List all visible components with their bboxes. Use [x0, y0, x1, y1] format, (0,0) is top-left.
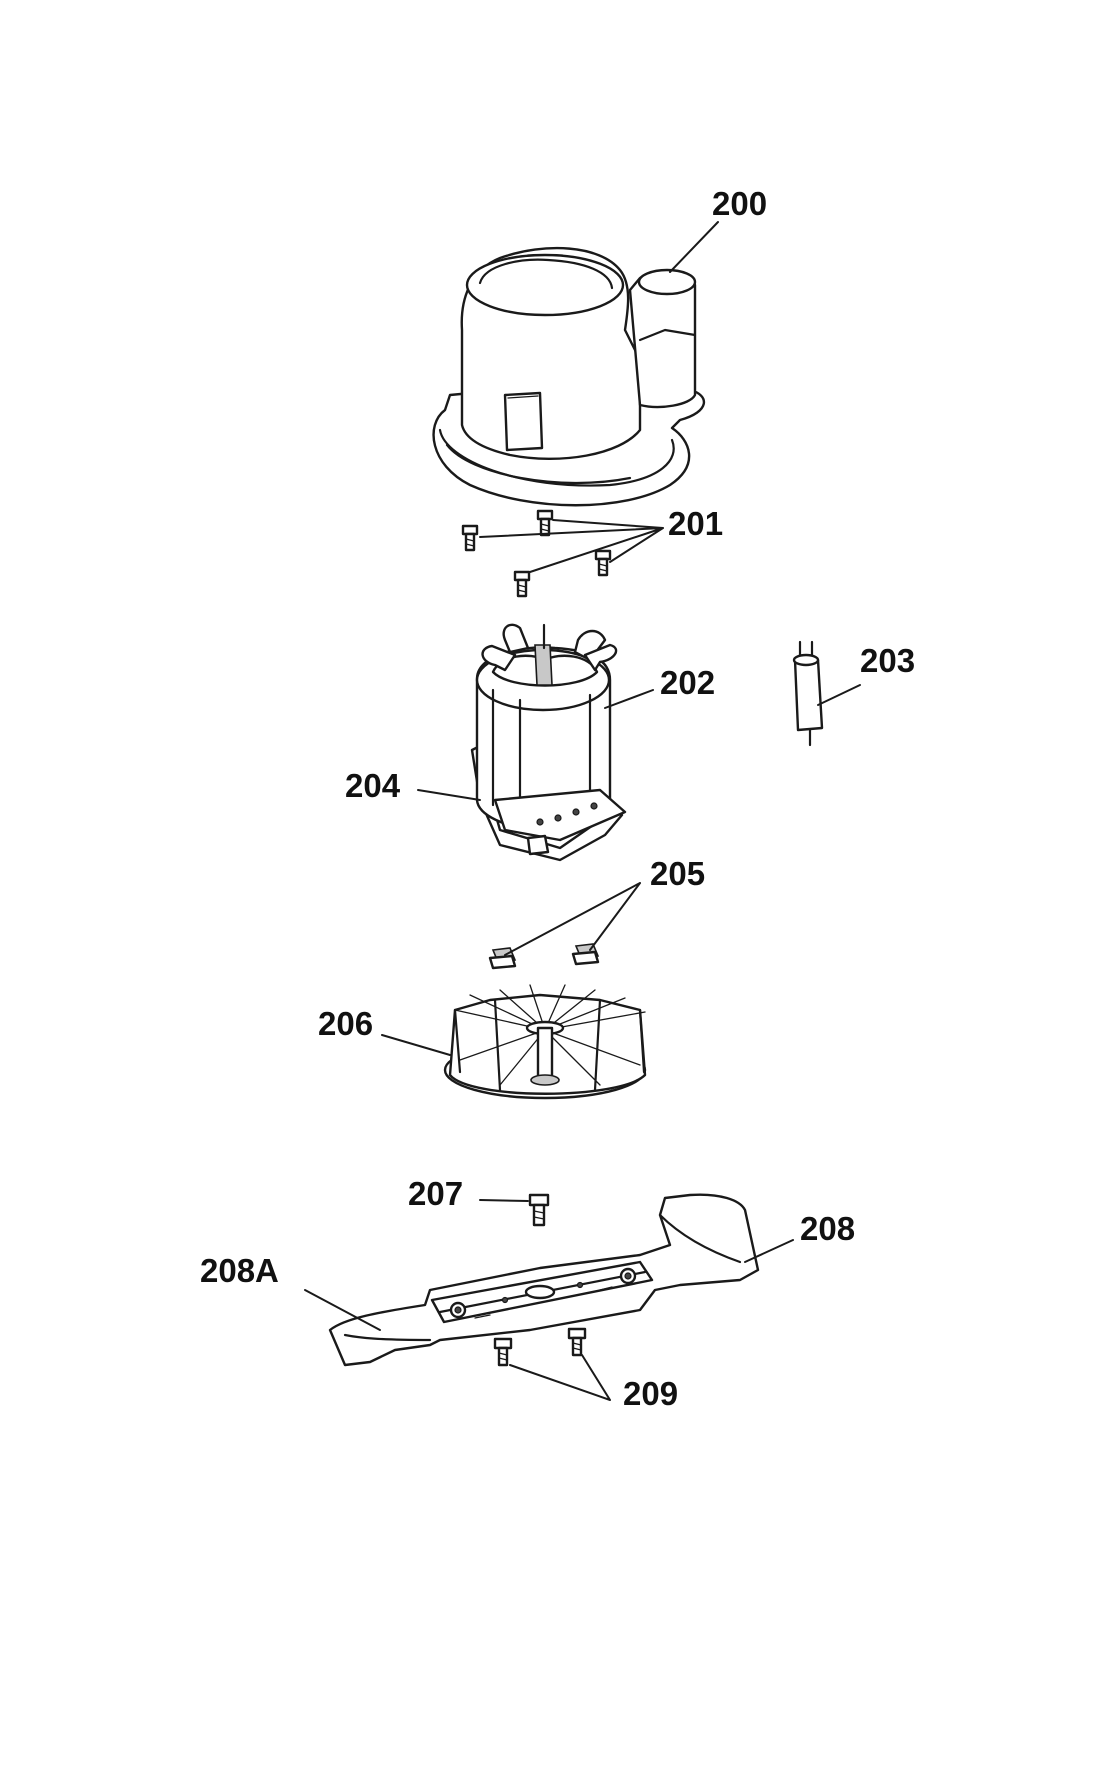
leader-204	[417, 789, 481, 801]
capacitor-part-203	[792, 640, 824, 747]
motor-part-202	[470, 623, 627, 862]
leader-208A	[304, 1289, 381, 1331]
leader-203	[817, 684, 861, 706]
motor-cover-part-200	[432, 246, 706, 507]
screws-part-209	[493, 1327, 587, 1367]
leader-208	[744, 1239, 794, 1263]
screw	[594, 549, 612, 577]
screws-part-201	[461, 509, 612, 598]
part-label-207: 207	[408, 1175, 463, 1212]
leader-206	[381, 1034, 451, 1056]
part-label-201: 201	[668, 505, 723, 542]
part-label-202: 202	[660, 664, 715, 701]
fan-part-206	[443, 984, 647, 1100]
part-label-204: 204	[345, 767, 401, 804]
leader-200	[669, 221, 719, 273]
leader-205	[504, 882, 641, 956]
part-label-206: 206	[318, 1005, 373, 1042]
part-label-205: 205	[650, 855, 705, 892]
part-label-208A: 208A	[200, 1252, 279, 1289]
part-label-200: 200	[712, 185, 767, 222]
leader-209	[509, 1354, 611, 1401]
screw	[536, 509, 554, 537]
leader-202	[604, 689, 654, 709]
nuts-part-205	[488, 943, 600, 970]
part-label-209: 209	[623, 1375, 678, 1412]
leader-201	[479, 519, 664, 573]
part-label-208: 208	[800, 1210, 855, 1247]
leader-207	[479, 1199, 529, 1202]
part-label-203: 203	[860, 642, 915, 679]
screw	[461, 524, 479, 552]
blade-part-208	[328, 1193, 760, 1367]
screw	[513, 570, 531, 598]
bolt-part-207	[528, 1193, 550, 1227]
